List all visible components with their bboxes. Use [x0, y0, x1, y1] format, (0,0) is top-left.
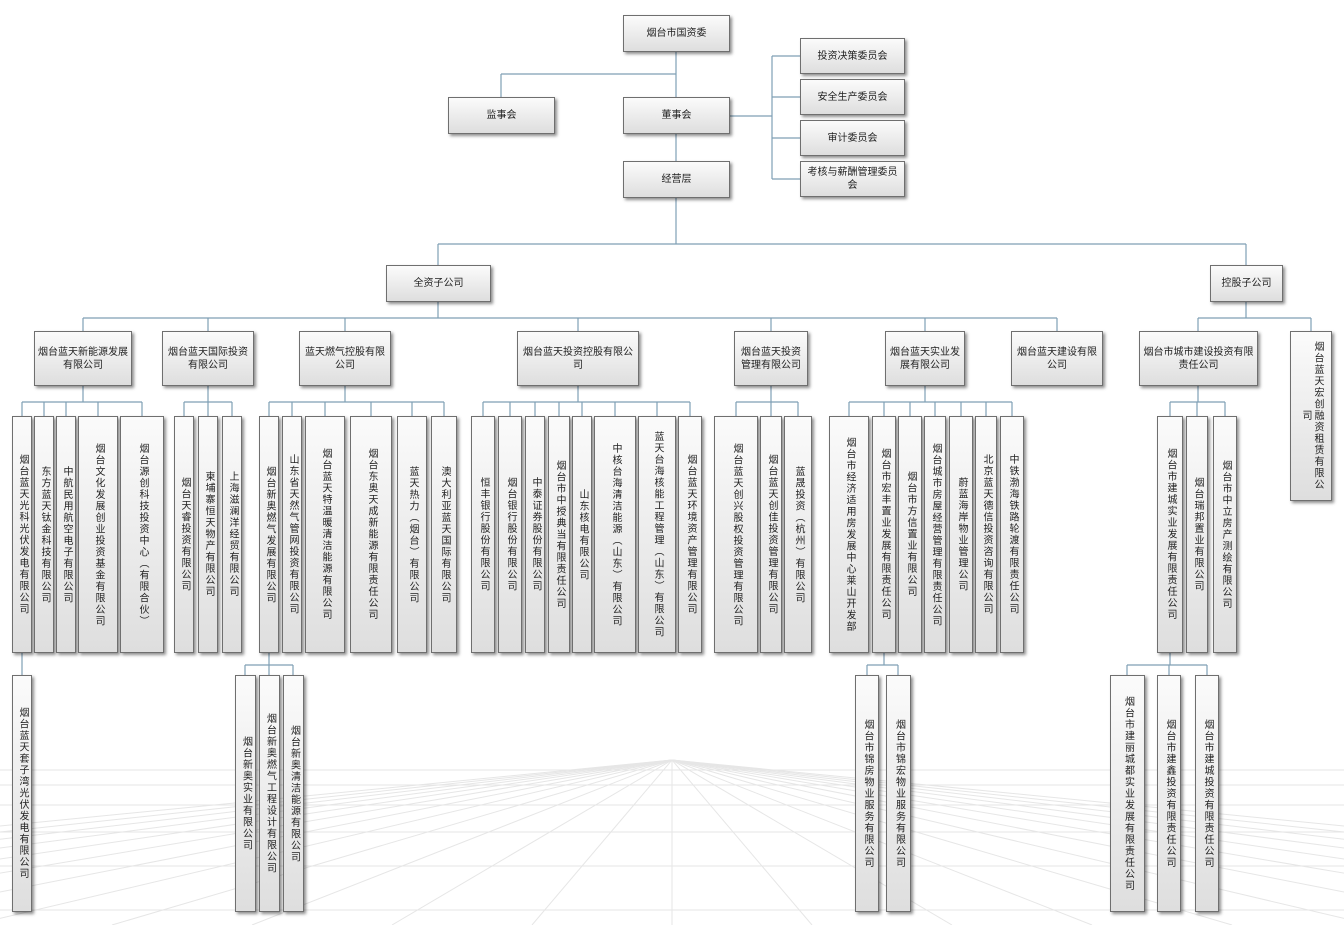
node-affordable-housing: 烟台市经济适用房发展中心莱山开发部 [829, 416, 869, 653]
node-jinhong-property: 烟台市锦宏物业服务有限公司 [886, 675, 911, 912]
node-hongchuang-leasing: 烟台蓝天宏创融资租赁有限公司 [1290, 331, 1332, 501]
grid-line [0, 759, 673, 833]
node-yuanchuang-fund: 烟台源创科技投资中心（有限合伙） [120, 416, 164, 653]
node-jianli-chengdu: 烟台市建丽城都实业发展有限责任公司 [1110, 675, 1145, 912]
node-xinao-industrial: 烟台新奥实业有限公司 [235, 675, 256, 912]
node-australia: 澳大利亚蓝天国际有限公司 [431, 416, 457, 653]
node-avionics: 中航民用航空电子有限公司 [56, 416, 76, 653]
node-gas-holding: 蓝天燃气控股有限公司 [299, 331, 391, 386]
node-compensation-committee: 考核与薪酬管理委员会 [800, 161, 905, 197]
node-culture-fund: 烟台文化发展创业投资基金有限公司 [78, 416, 118, 653]
node-investment-management: 烟台蓝天投资管理有限公司 [734, 331, 808, 386]
node-jinfang-property: 烟台市锦房物业服务有限公司 [855, 675, 879, 912]
node-jianxin-investment: 烟台市建鑫投资有限责任公司 [1157, 675, 1181, 912]
node-hengfeng-bank: 恒丰银行股份有限公司 [471, 416, 495, 653]
node-international-investment: 烟台蓝天国际投资有限公司 [162, 331, 254, 386]
node-housing-management: 烟台城市房屋经营管理有限责任公司 [924, 416, 946, 653]
node-lansheng-hangzhou: 蓝晟投资（杭州）有限公司 [784, 416, 812, 653]
node-ruibang: 烟台瑞邦置业有限公司 [1186, 416, 1208, 653]
node-board-of-directors: 董事会 [623, 97, 730, 134]
node-nuclear-engineering: 蓝天台海核能工程管理（山东）有限公司 [638, 416, 676, 653]
node-jiancheng-investment: 烟台市建城投资有限责任公司 [1195, 675, 1219, 912]
node-cnnc-clean-energy: 中核台海清洁能源（山东）有限公司 [594, 416, 636, 653]
node-xinao-gas: 烟台新奥燃气发展有限公司 [259, 416, 279, 653]
node-railway-ferry: 中铁渤海铁路轮渡有限责任公司 [1000, 416, 1024, 653]
grid-line [531, 759, 673, 925]
grid-line [671, 759, 1344, 833]
node-fangxin-property: 烟台市方信置业有限公司 [898, 416, 922, 653]
node-guangke-pv: 烟台蓝天光科光伏发电有限公司 [12, 416, 32, 653]
node-tianrui: 烟台天睿投资有限公司 [174, 416, 194, 653]
node-supervisory-board: 监事会 [448, 97, 555, 134]
node-wholly-owned: 全资子公司 [386, 265, 491, 302]
grid-line [671, 759, 1344, 849]
node-pawn-shop: 烟台市中授典当有限责任公司 [548, 416, 570, 653]
grid-line [0, 759, 673, 919]
node-sasac: 烟台市国资委 [623, 15, 730, 52]
node-thermal-power: 蓝天热力（烟台）有限公司 [397, 416, 427, 653]
grid-line [251, 759, 673, 925]
grid-line [671, 759, 813, 925]
node-zhongli-survey: 烟台市中立房产测绘有限公司 [1213, 416, 1237, 653]
node-nuclear-power: 山东核电有限公司 [572, 416, 592, 653]
node-audit-committee: 审计委员会 [800, 120, 905, 156]
node-shanghai-trade: 上海滋澜洋经贸有限公司 [222, 416, 242, 653]
node-taoziwan-pv: 烟台蓝天套子湾光伏发电有限公司 [12, 675, 32, 912]
node-jiancheng-industrial: 烟台市建城实业发展有限责任公司 [1157, 416, 1183, 653]
node-urban-construction-investment: 烟台市城市建设投资有限责任公司 [1139, 331, 1258, 386]
node-holding: 控股子公司 [1210, 265, 1283, 302]
grid-line [0, 759, 673, 860]
node-hongfeng-property: 烟台市宏丰置业发展有限责任公司 [872, 416, 896, 653]
grid-line [671, 759, 1344, 827]
grid-line [391, 759, 673, 925]
node-xinao-engineering: 烟台新奥燃气工程设计有限公司 [259, 675, 280, 912]
node-chuangxing-equity: 烟台蓝天创兴股权投资管理有限公司 [714, 416, 758, 653]
grid-line [0, 759, 673, 849]
node-clean-energy-heating: 烟台蓝天特温暖清洁能源有限公司 [305, 416, 345, 653]
node-new-energy: 烟台蓝天新能源发展有限公司 [34, 331, 132, 386]
grid-line [0, 759, 673, 827]
node-gas-pipeline: 山东省天然气管网投资有限公司 [282, 416, 302, 653]
node-beijing-consulting: 北京蓝天德信投资咨询有限公司 [975, 416, 997, 653]
node-xinao-clean-energy: 烟台新奥清洁能源有限公司 [283, 675, 304, 912]
node-chuangjia: 烟台蓝天创佳投资管理有限公司 [760, 416, 782, 653]
node-safety-committee: 安全生产委员会 [800, 79, 905, 115]
grid-line [0, 759, 673, 840]
grid-line [671, 759, 1344, 893]
node-weilan-property: 蔚蓝海岸物业管理公司 [949, 416, 973, 653]
node-investment-committee: 投资决策委员会 [800, 38, 905, 74]
grid-line [111, 759, 673, 925]
node-environmental-assets: 烟台蓝天环境资产管理有限公司 [678, 416, 702, 653]
node-cambodia: 柬埔寨恒天物产有限公司 [198, 416, 218, 653]
node-investment-holding: 烟台蓝天投资控股有限公司 [517, 331, 639, 386]
grid-line [671, 759, 1093, 925]
node-management: 经营层 [623, 161, 730, 198]
node-industrial-development: 烟台蓝天实业发展有限公司 [885, 331, 965, 386]
node-construction: 烟台蓝天建设有限公司 [1011, 331, 1103, 386]
grid-line [0, 759, 673, 874]
node-titanium-tech: 东方蓝天钛金科技有限公司 [34, 416, 54, 653]
node-yantai-bank: 烟台银行股份有限公司 [498, 416, 522, 653]
node-zhongtai-securities: 中泰证券股份有限公司 [525, 416, 545, 653]
grid-line [671, 759, 1344, 919]
node-dongao-tiancheng: 烟台东奥天成新能源有限责任公司 [350, 416, 392, 653]
